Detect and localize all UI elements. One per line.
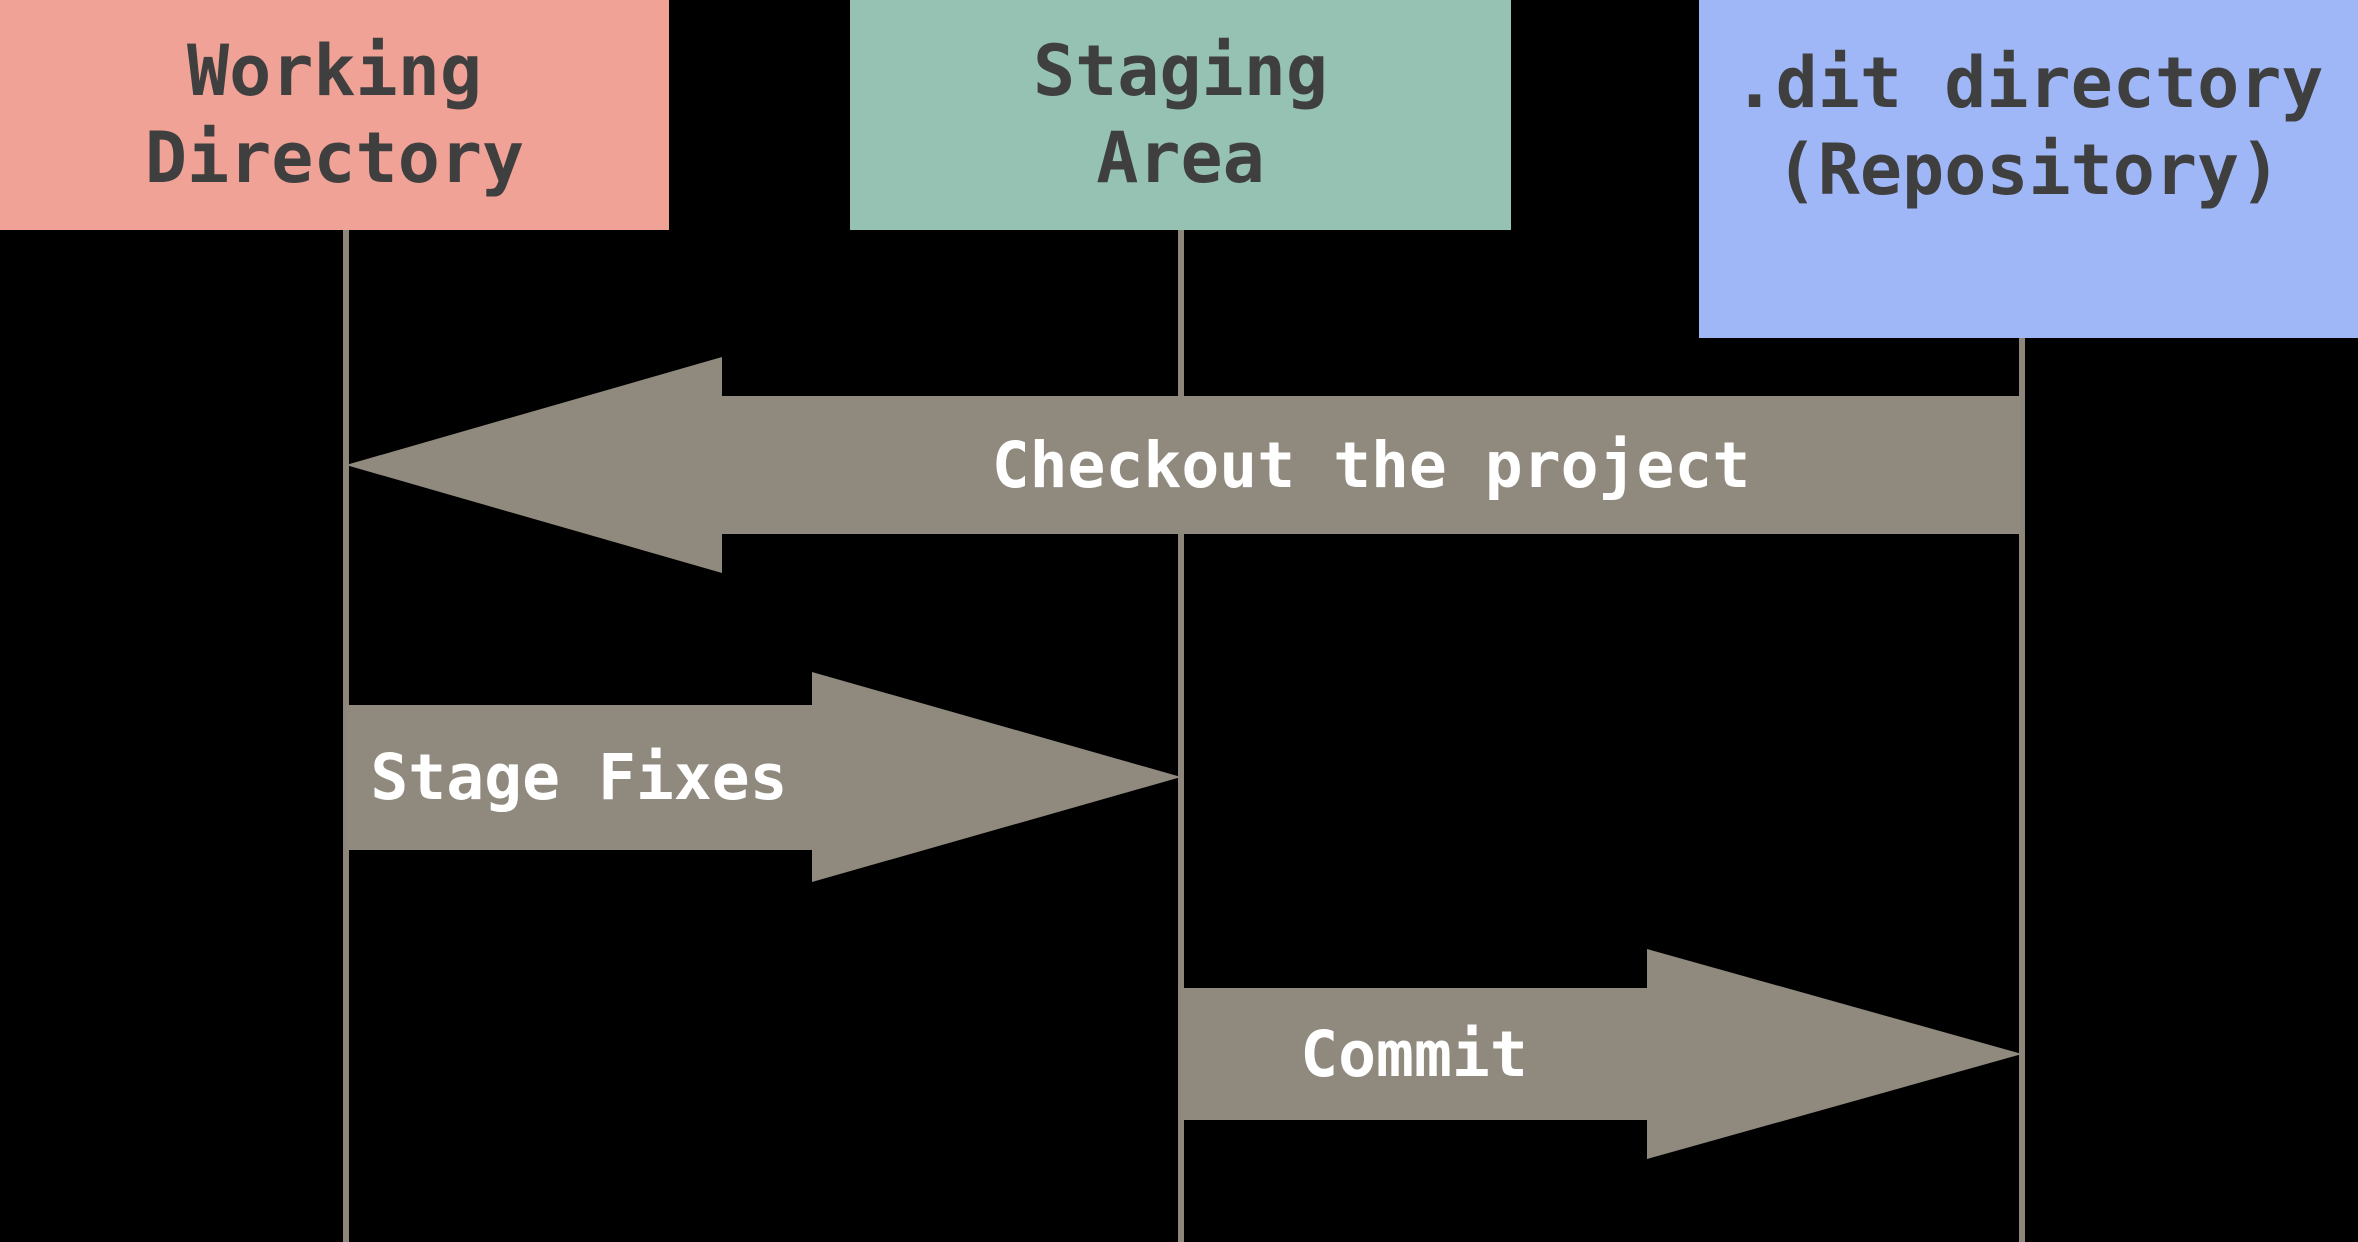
lane-header-working-directory: Working Directory [0, 0, 669, 230]
lifeline-staging-area [1178, 230, 1184, 1242]
lane-header-staging-area: Staging Area [850, 0, 1511, 230]
lane-label-line: Staging [1032, 30, 1328, 112]
arrow-head-right-icon [812, 672, 1181, 882]
lane-label-line: (Repository) [1775, 129, 2282, 211]
arrow-head-right-icon [1647, 949, 2022, 1159]
lane-label-line: Area [1096, 117, 1265, 199]
arrow-label: Checkout the project [991, 428, 1751, 502]
lane-label-line: Directory [144, 117, 525, 199]
arrow-body: Stage Fixes [346, 705, 812, 850]
arrow-label: Stage Fixes [370, 741, 788, 814]
lane-label-line: Working [186, 30, 482, 112]
lane-header-dit-directory: .dit directory (Repository) [1699, 0, 2358, 338]
lifeline-dit-directory [2019, 338, 2025, 1242]
arrow-head-left-icon [346, 357, 722, 573]
arrow-body: Commit [1181, 988, 1647, 1120]
arrow-body: Checkout the project [722, 396, 2020, 534]
arrow-label: Commit [1300, 1017, 1528, 1091]
lane-label-line: .dit directory [1733, 42, 2324, 124]
